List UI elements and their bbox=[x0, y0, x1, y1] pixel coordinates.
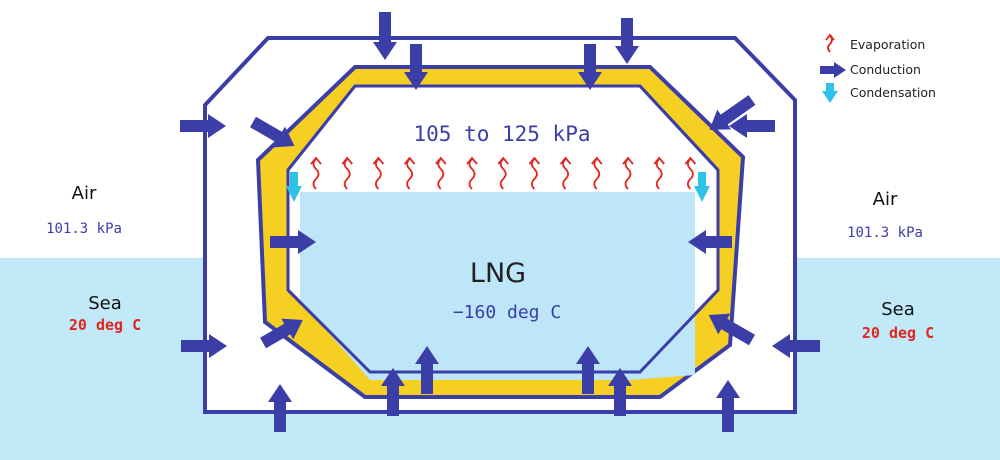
left-sea-temperature: 20 deg C bbox=[69, 316, 141, 334]
lng-temperature-label: −160 deg C bbox=[453, 302, 561, 323]
evaporation-arrow bbox=[310, 156, 322, 190]
legend-conduction-icon bbox=[820, 62, 846, 78]
tank-inner-outline bbox=[286, 84, 720, 374]
evaporation-arrow bbox=[341, 156, 353, 190]
legend: Evaporation Conduction Condensation bbox=[820, 33, 936, 103]
conduction-arrow bbox=[716, 380, 740, 432]
conduction-arrow bbox=[404, 44, 428, 90]
lng-label: LNG bbox=[470, 258, 526, 289]
left-sea-label: Sea bbox=[88, 293, 122, 314]
evaporation-arrows bbox=[310, 156, 697, 190]
conduction-arrow bbox=[373, 12, 397, 60]
left-air-pressure: 101.3 kPa bbox=[46, 221, 122, 237]
right-air-label: Air bbox=[873, 189, 898, 210]
evaporation-arrow bbox=[372, 156, 385, 190]
conduction-arrow bbox=[260, 318, 303, 349]
conduction-arrow bbox=[615, 18, 639, 64]
conduction-arrow bbox=[729, 114, 775, 138]
lng-liquid bbox=[300, 192, 695, 380]
evaporation-arrow bbox=[653, 156, 665, 190]
left-air-label: Air bbox=[72, 183, 97, 204]
vapor-pressure-label: 105 to 125 kPa bbox=[413, 122, 590, 146]
conduction-arrow bbox=[709, 95, 756, 130]
conduction-arrow bbox=[608, 368, 632, 416]
conduction-arrows bbox=[180, 12, 820, 432]
conduction-arrow bbox=[415, 346, 439, 394]
conduction-arrow bbox=[181, 334, 227, 358]
conduction-arrow bbox=[180, 114, 226, 138]
evaporation-arrow bbox=[622, 156, 634, 190]
right-sea-label: Sea bbox=[881, 299, 915, 320]
evaporation-arrow bbox=[403, 156, 416, 190]
legend-evaporation-icon bbox=[825, 33, 835, 53]
evaporation-arrow bbox=[684, 156, 697, 190]
conduction-arrow bbox=[249, 116, 295, 148]
conduction-arrow bbox=[270, 230, 316, 254]
conduction-arrow bbox=[576, 346, 600, 394]
evaporation-arrow bbox=[497, 156, 509, 190]
condensation-arrow-left bbox=[286, 172, 302, 202]
right-air-pressure: 101.3 kPa bbox=[847, 225, 923, 241]
conduction-arrow bbox=[381, 368, 405, 416]
conduction-arrow bbox=[268, 384, 292, 432]
evaporation-arrow bbox=[528, 156, 541, 190]
legend-evaporation-label: Evaporation bbox=[850, 37, 925, 52]
legend-conduction-label: Conduction bbox=[850, 62, 921, 77]
condensation-arrow-right bbox=[694, 172, 710, 202]
conduction-arrow bbox=[578, 44, 602, 90]
evaporation-arrow bbox=[466, 156, 478, 190]
legend-condensation-icon bbox=[822, 83, 838, 103]
evaporation-arrow bbox=[435, 156, 447, 190]
right-sea-temperature: 20 deg C bbox=[862, 324, 934, 342]
conduction-arrow bbox=[708, 313, 755, 346]
conduction-arrow bbox=[772, 334, 820, 358]
evaporation-arrow bbox=[559, 156, 572, 190]
conduction-arrow bbox=[688, 230, 732, 254]
legend-condensation-label: Condensation bbox=[850, 85, 936, 100]
evaporation-arrow bbox=[591, 156, 603, 190]
